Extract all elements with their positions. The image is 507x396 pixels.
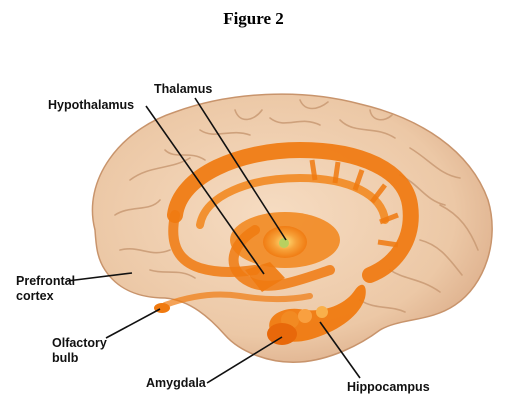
label-prefrontal-line1: Prefrontal — [16, 274, 75, 289]
label-hippocampus: Hippocampus — [347, 380, 430, 395]
label-olfactory-line2: bulb — [52, 351, 107, 366]
amygdala-shape — [267, 323, 297, 345]
label-prefrontal-cortex: Prefrontal cortex — [16, 274, 75, 304]
label-hypothalamus: Hypothalamus — [48, 98, 134, 113]
label-prefrontal-line2: cortex — [16, 289, 75, 304]
label-amygdala: Amygdala — [146, 376, 206, 391]
label-olfactory-bulb: Olfactory bulb — [52, 336, 107, 366]
label-olfactory-line1: Olfactory — [52, 336, 107, 351]
label-thalamus: Thalamus — [154, 82, 212, 97]
